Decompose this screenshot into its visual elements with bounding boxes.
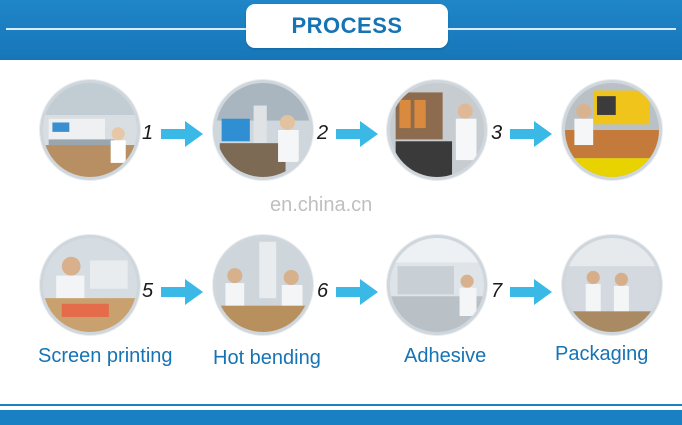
header-rule-left — [6, 28, 246, 30]
arrow-right-icon — [336, 121, 378, 147]
arrow-right-icon — [336, 279, 378, 305]
step-label: Hot bending — [213, 347, 321, 370]
screen-printing-photo — [40, 235, 140, 335]
engraving-machine-photo — [562, 80, 662, 180]
step-label: Packaging — [555, 343, 648, 366]
hot-bending-photo — [213, 235, 313, 335]
step-number: 2 — [317, 122, 328, 145]
footer-rule — [0, 404, 682, 406]
step-number: 5 — [142, 280, 153, 303]
cutting-machine-photo — [40, 80, 140, 180]
arrow-right-icon — [161, 279, 203, 305]
step-number: 3 — [491, 122, 502, 145]
step-number: 6 — [317, 280, 328, 303]
step-number: 1 — [142, 122, 153, 145]
page-title: PROCESS — [291, 13, 402, 39]
workshop-operator-photo — [387, 80, 487, 180]
footer-band — [0, 410, 682, 425]
arrow-right-icon — [161, 121, 203, 147]
packaging-photo — [562, 235, 662, 335]
step-label: Screen printing — [38, 345, 173, 368]
header-rule-right — [448, 28, 676, 30]
cnc-worker-photo — [213, 80, 313, 180]
arrow-right-icon — [510, 121, 552, 147]
title-badge: PROCESS — [246, 4, 448, 48]
watermark: en.china.cn — [270, 194, 372, 217]
step-label: Adhesive — [404, 345, 486, 368]
step-number: 7 — [491, 280, 502, 303]
arrow-right-icon — [510, 279, 552, 305]
adhesive-photo — [387, 235, 487, 335]
